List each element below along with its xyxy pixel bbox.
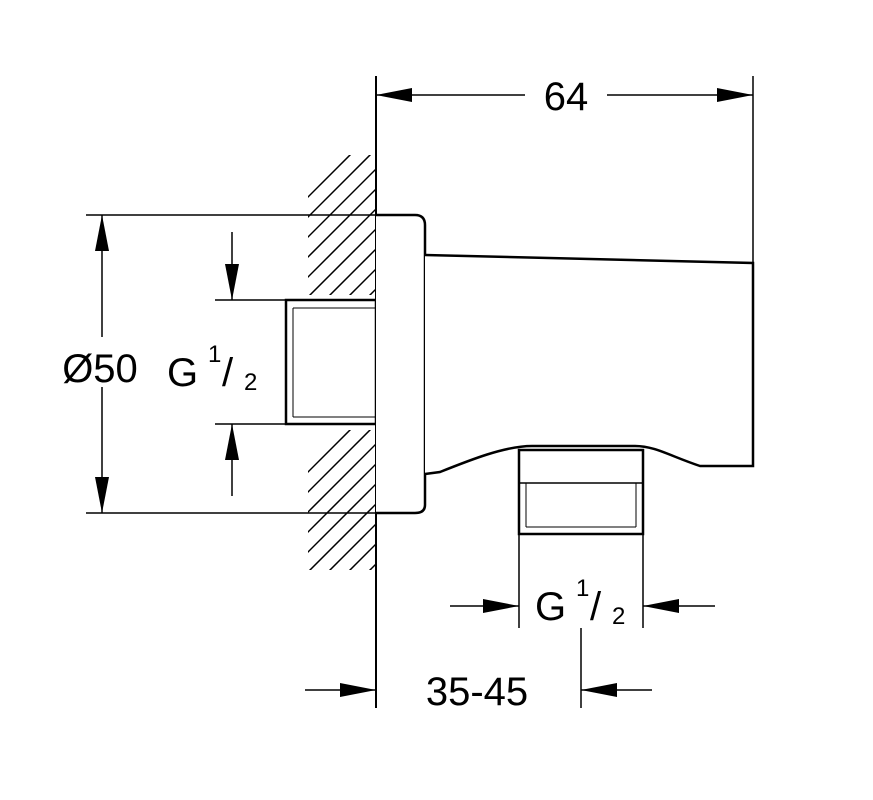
dim-outlet-arrow-left: [483, 599, 519, 613]
wall-hatching-bottom: [308, 430, 376, 570]
svg-text:2: 2: [244, 369, 257, 396]
svg-text:/: /: [222, 351, 234, 395]
svg-text:G: G: [535, 585, 566, 629]
dim-inlet-arrow-bottom: [225, 424, 239, 460]
inlet-pipe: [284, 298, 378, 426]
dim-dia-label: Ø50: [62, 347, 138, 391]
dim-dia-arrow-top: [95, 215, 109, 251]
dim-inlet-thread-label: G 1 / 2: [167, 341, 257, 396]
dim-dia-arrow-bottom: [95, 477, 109, 513]
flange-rosette: [376, 213, 427, 515]
dim-64-arrow-right: [717, 88, 753, 102]
svg-text:G: G: [167, 351, 198, 395]
dim-dia-label-bg: [50, 337, 150, 387]
dim-outlet-arrow-right: [643, 599, 679, 613]
dim-outlet-thread-label: G 1 / 2: [535, 575, 625, 630]
dim-wall-arrow-right: [581, 683, 617, 697]
dim-64-label: 64: [544, 75, 589, 119]
dim-wall-label: 35-45: [426, 670, 528, 714]
wall-hatching-top: [308, 155, 376, 295]
dim-inlet-arrow-top: [225, 264, 239, 300]
svg-text:/: /: [590, 585, 602, 629]
svg-text:2: 2: [612, 603, 625, 630]
svg-text:1: 1: [576, 575, 589, 602]
connector-body: [424, 253, 755, 476]
outlet-nipple: [517, 448, 645, 536]
dim-wall-arrow-left: [340, 683, 376, 697]
dim-64-arrow-left: [376, 88, 412, 102]
svg-text:1: 1: [208, 341, 221, 368]
